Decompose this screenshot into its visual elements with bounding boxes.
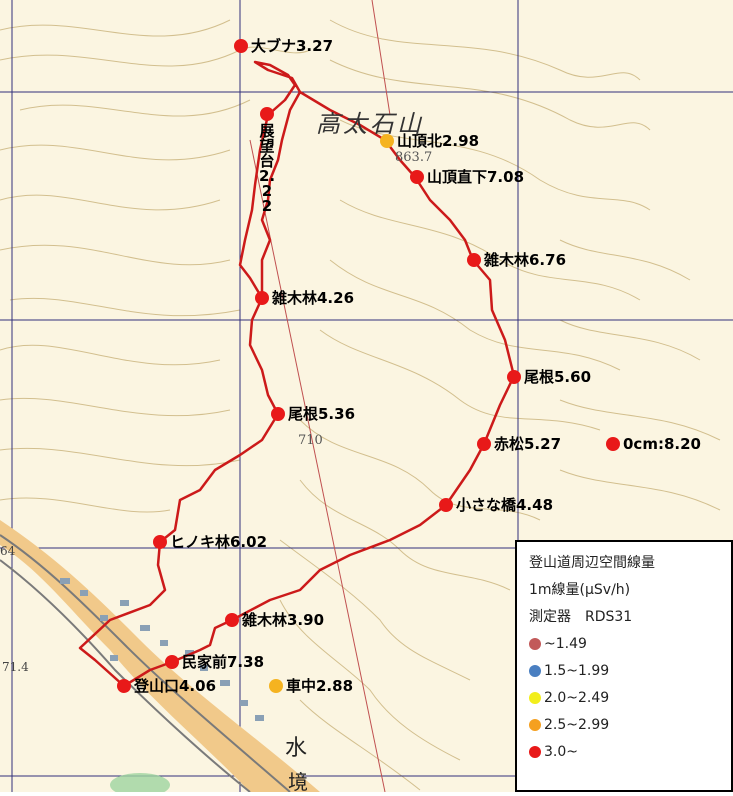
place-char-2: 境 (288, 770, 308, 794)
legend-subtitle: 1m線量(μSv/h) (529, 582, 631, 598)
mountain-name: 高太石山 (316, 110, 424, 138)
point-label-vertical: 展望台2.22 (259, 122, 276, 215)
point-label: 尾根5.36 (288, 405, 356, 423)
point-marker (153, 535, 167, 549)
legend-swatch (529, 665, 541, 677)
point-marker (410, 170, 424, 184)
legend-swatch (529, 692, 541, 704)
legend-item: 3.0~ (529, 739, 731, 766)
legend-device: 測定器 RDS31 (529, 609, 633, 625)
point-marker (225, 613, 239, 627)
point-label: 雑木林3.90 (242, 611, 325, 629)
point-label: 山頂直下7.08 (427, 168, 525, 186)
point-label: 大ブナ3.27 (251, 37, 334, 55)
legend-item-label: 3.0~ (544, 744, 578, 760)
legend-item-label: 1.5~1.99 (544, 663, 610, 679)
contour-lines (0, 19, 721, 791)
side-mark-left: 64 (0, 544, 16, 558)
road-band (0, 520, 320, 793)
legend-item: 2.5~2.99 (529, 712, 731, 739)
point-label: 車中2.88 (286, 677, 354, 695)
legend-box: 登山道周辺空間線量 1m線量(μSv/h) 測定器 RDS31 ~1.49 1.… (515, 540, 733, 792)
point-marker (507, 370, 521, 384)
legend-swatch (529, 638, 541, 650)
legend-title: 登山道周辺空間線量 (529, 555, 655, 571)
legend-item-label: ~1.49 (544, 636, 587, 652)
point-label: 登山口4.06 (134, 677, 217, 695)
point-marker (271, 407, 285, 421)
point-marker (165, 655, 179, 669)
point-marker (269, 679, 283, 693)
buildings (60, 578, 264, 721)
point-label: 尾根5.60 (524, 368, 592, 386)
point-label: 山頂北2.98 (397, 132, 480, 150)
point-label: ヒノキ林6.02 (170, 533, 268, 551)
legend-item-label: 2.5~2.99 (544, 717, 610, 733)
point-label: 雑木林6.76 (484, 251, 567, 269)
point-marker (477, 437, 491, 451)
point-label: 雑木林4.26 (272, 289, 355, 307)
legend-item: 2.0~2.49 (529, 685, 731, 712)
point-marker (380, 134, 394, 148)
point-marker (467, 253, 481, 267)
point-marker (234, 39, 248, 53)
legend-item: ~1.49 (529, 631, 731, 658)
point-label: 民家前7.38 (182, 653, 265, 671)
point-label: 赤松5.27 (494, 435, 562, 453)
point-marker (606, 437, 620, 451)
legend-swatch (529, 719, 541, 731)
point-marker (117, 679, 131, 693)
point-marker (439, 498, 453, 512)
legend-item-label: 2.0~2.49 (544, 690, 610, 706)
boundary-lines (249, 0, 391, 793)
contour-mark: 710 (298, 433, 323, 448)
point-label: 小さな橋4.48 (456, 496, 554, 514)
point-marker (260, 107, 274, 121)
side-mark-bottom: 71.4 (2, 660, 29, 674)
legend-item: 1.5~1.99 (529, 658, 731, 685)
legend-swatch (529, 746, 541, 758)
point-label: 0cm:8.20 (623, 435, 701, 453)
elevation-mark: 863.7 (395, 150, 433, 165)
place-char-1: 水 (285, 736, 308, 761)
point-marker (255, 291, 269, 305)
